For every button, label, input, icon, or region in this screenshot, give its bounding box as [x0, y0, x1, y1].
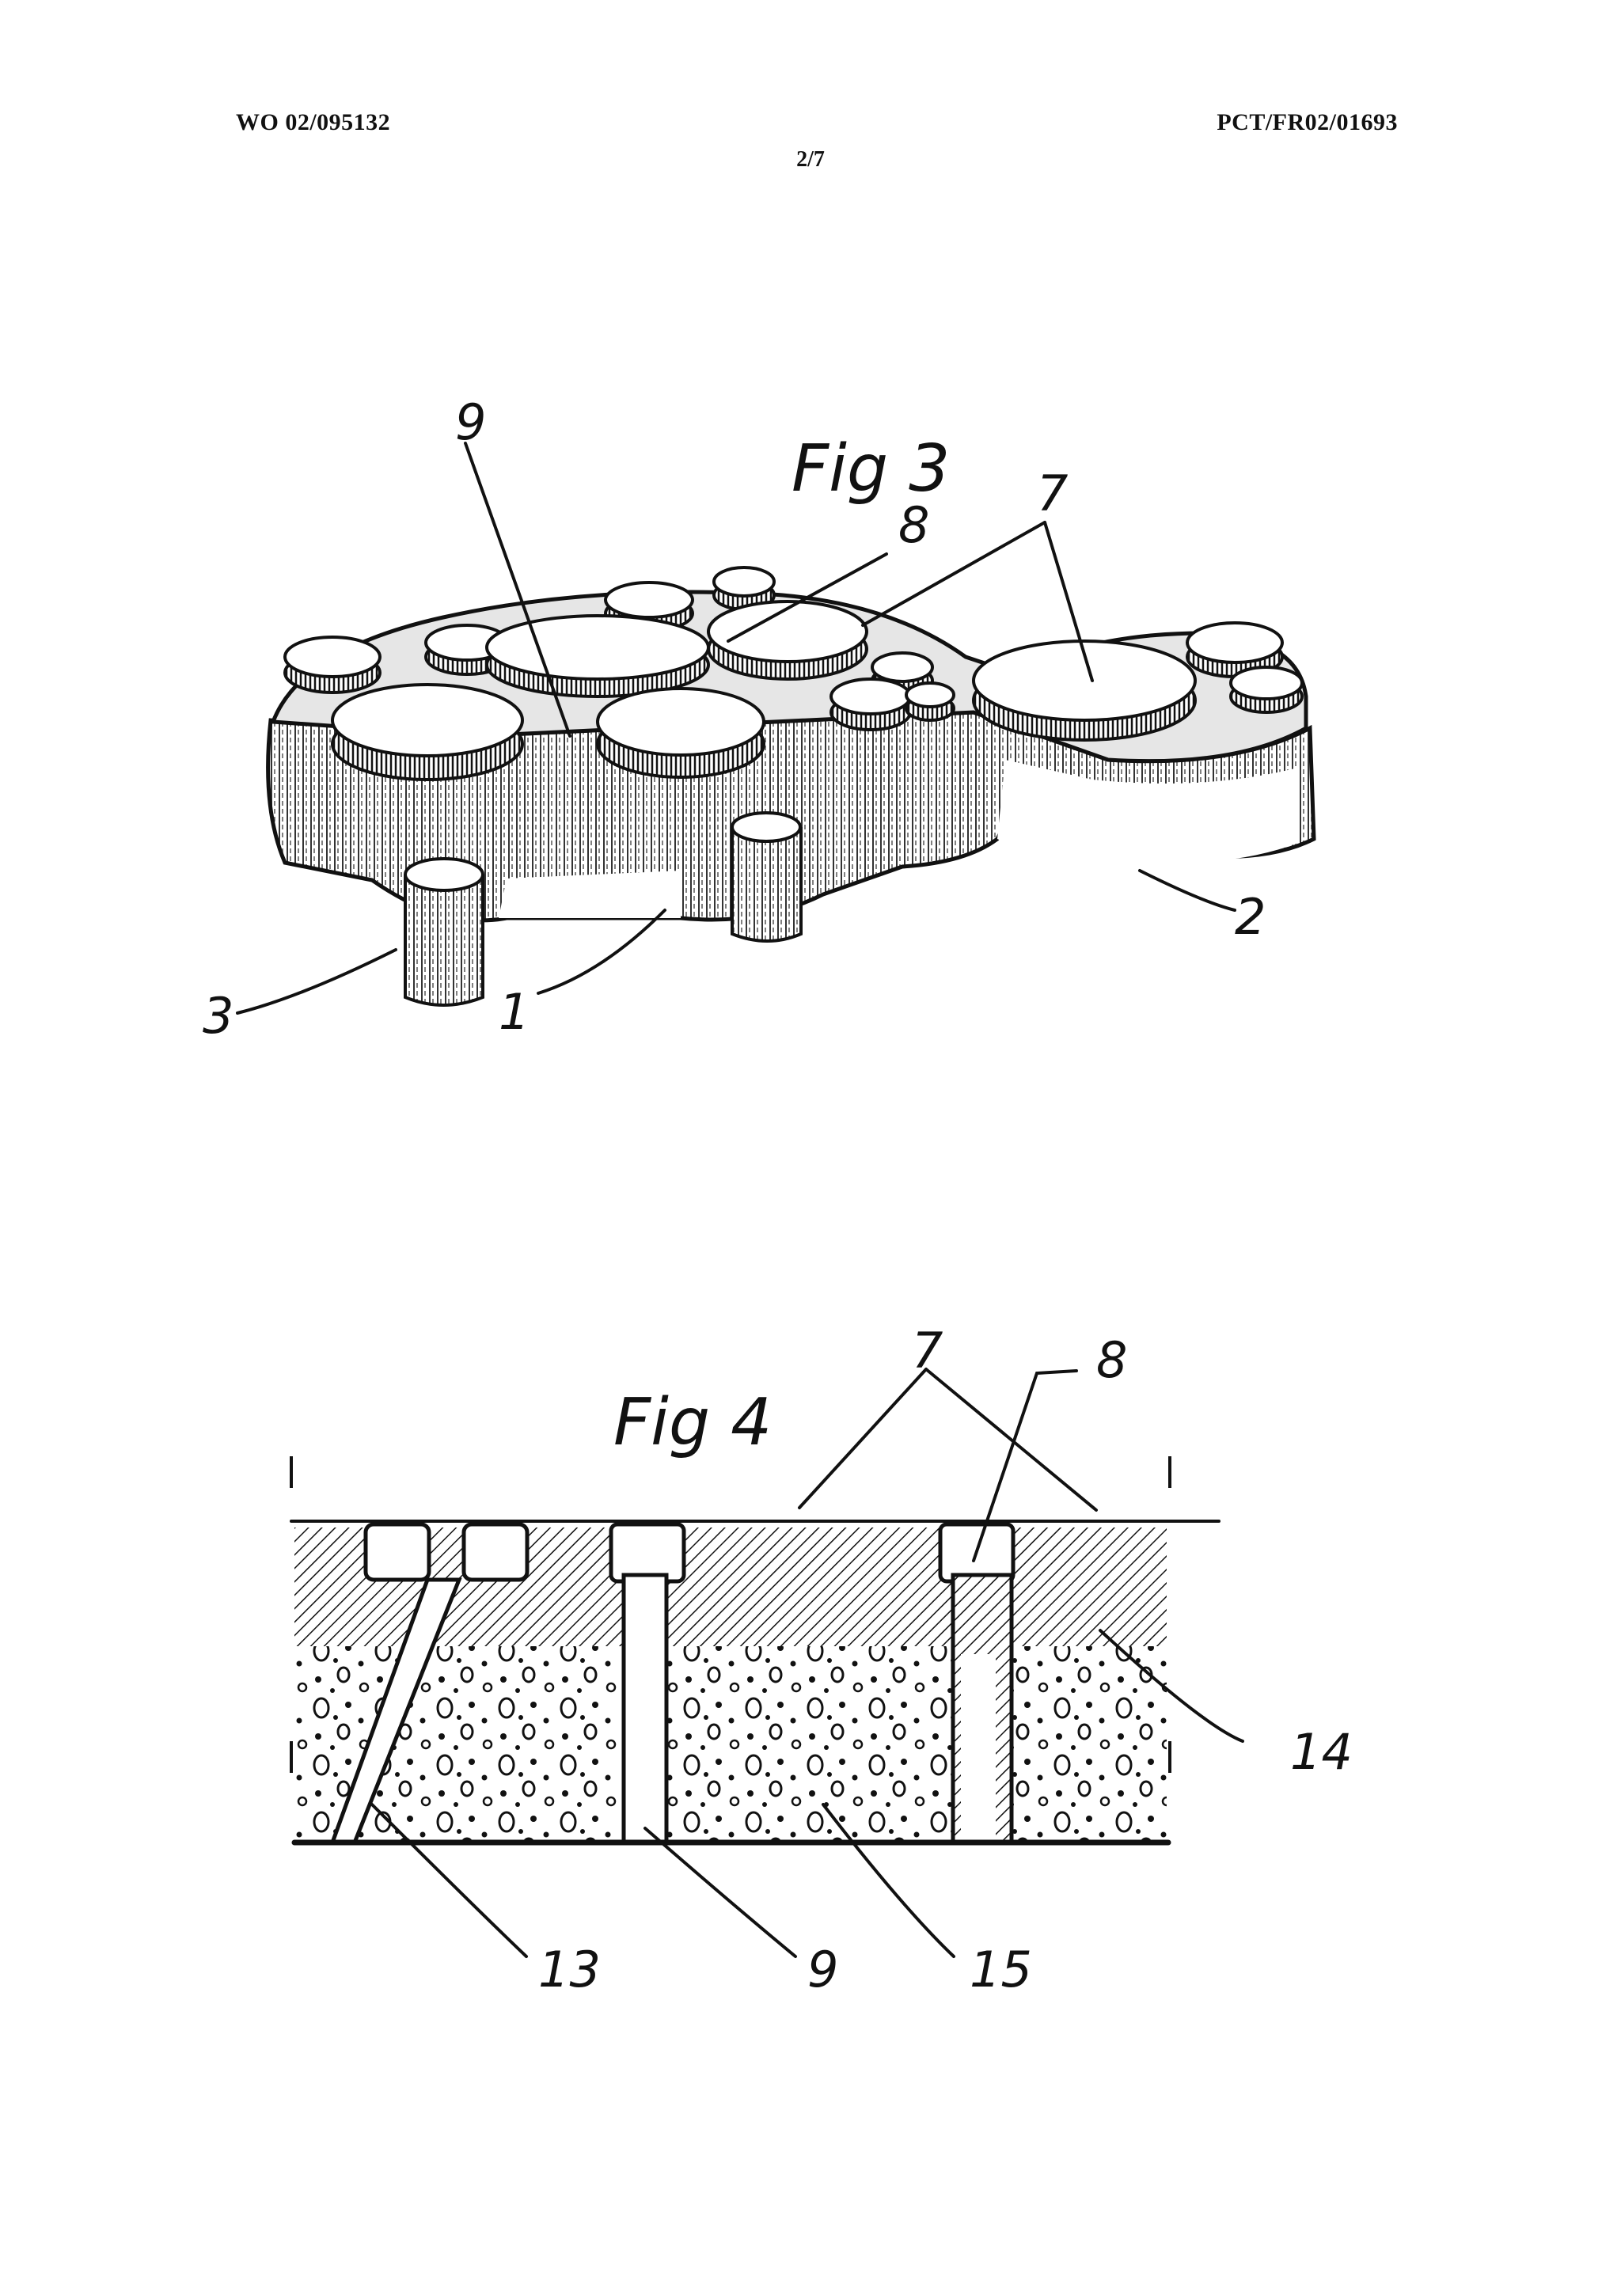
fig3-label-1: 1	[499, 983, 530, 1041]
fig3-label-7: 7	[1037, 465, 1068, 522]
fig4-dash-markers	[290, 1456, 1171, 1773]
sheet-number: 2/7	[796, 147, 825, 172]
figure-4-drawing: Fig 4 7 8 14 13 9 15	[290, 1322, 1353, 1998]
fig3-label-8: 8	[898, 496, 929, 554]
fig4-label-7: 7	[912, 1322, 943, 1379]
fig3-title: Fig 3	[792, 431, 950, 507]
fig4-title: Fig 4	[613, 1385, 772, 1460]
fig4-label-15: 15	[970, 1941, 1032, 1998]
application-number: PCT/FR02/01693	[1217, 109, 1398, 135]
figure-3-drawing: Fig 3 9 8 7 1 2 3	[203, 393, 1316, 1045]
fig4-label-14: 14	[1290, 1723, 1353, 1781]
fig4-section	[294, 1522, 1167, 1845]
fig3-leaders	[236, 442, 1236, 1015]
fig4-label-9: 9	[807, 1941, 838, 1998]
publication-number: WO 02/095132	[236, 109, 391, 135]
fig4-label-13: 13	[538, 1941, 601, 1998]
fig4-label-8: 8	[1096, 1331, 1127, 1389]
fig3-label-3: 3	[203, 987, 233, 1045]
fig3-cylinders	[283, 566, 1304, 1007]
fig4-leaders	[370, 1368, 1244, 1958]
fig3-label-9: 9	[455, 393, 486, 451]
fig3-label-2: 2	[1235, 888, 1266, 946]
